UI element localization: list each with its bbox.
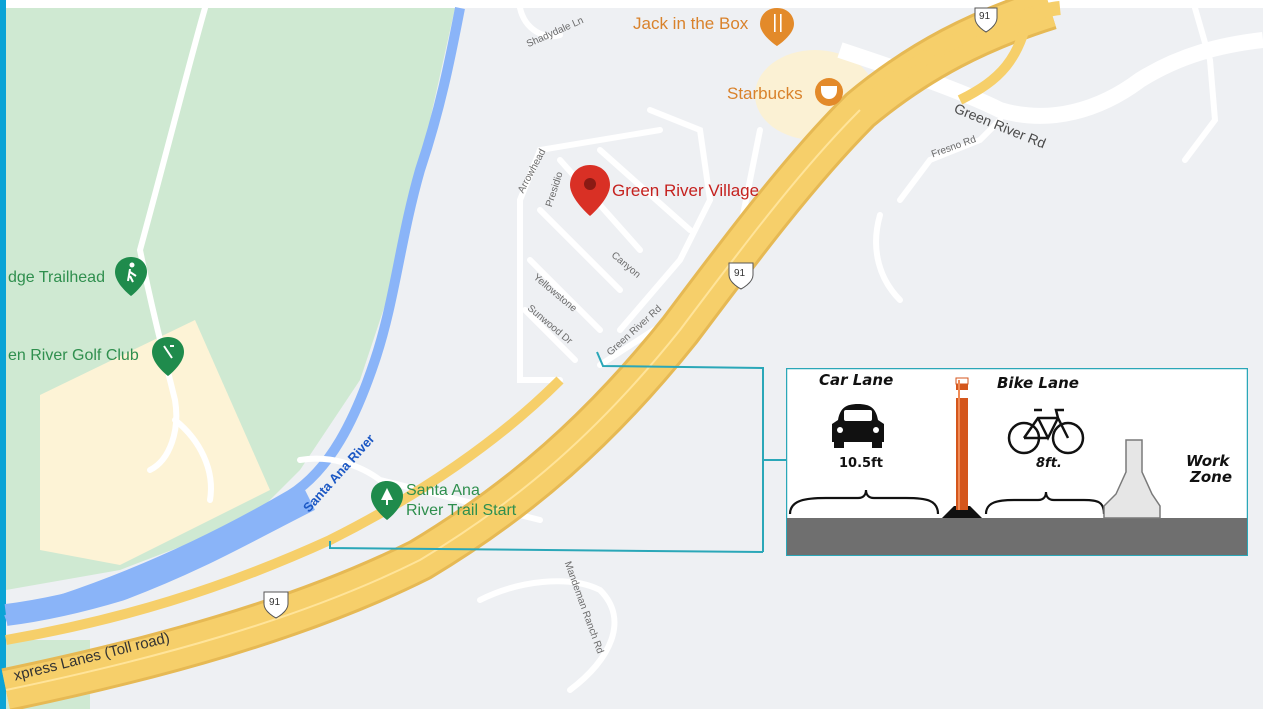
route-shield-label-center: 91 — [734, 268, 746, 279]
car-lane-label: Car Lane — [819, 371, 894, 389]
poi-label-golf-club[interactable]: en River Golf Club — [8, 347, 139, 364]
poi-label-trail-start-line2[interactable]: River Trail Start — [406, 502, 517, 519]
tree-icon[interactable] — [371, 481, 403, 520]
hiker-icon[interactable] — [115, 257, 147, 296]
poi-label-trailhead[interactable]: dge Trailhead — [8, 269, 105, 286]
location-pin-icon[interactable] — [570, 165, 610, 216]
left-accent-bar — [0, 0, 6, 709]
river-line — [4, 7, 465, 625]
coffee-cup-icon[interactable] — [815, 78, 843, 106]
route-shield-icon — [263, 7, 998, 619]
concrete-barrier-icon — [1103, 439, 1161, 519]
highway-91 — [1, 0, 1061, 709]
golf-icon[interactable] — [152, 337, 184, 376]
poi-label-starbucks[interactable]: Starbucks — [727, 84, 803, 103]
poi-label-green-river-village[interactable]: Green River Village — [612, 181, 760, 200]
poi-label-jack-in-the-box[interactable]: Jack in the Box — [633, 14, 749, 33]
work-zone-label-line1: Work — [1186, 452, 1230, 470]
poi-label-trail-start-line1[interactable]: Santa Ana — [406, 482, 480, 499]
bike-lane-label: Bike Lane — [997, 374, 1079, 392]
road-surface — [787, 518, 1247, 555]
bike-lane-brace — [984, 491, 1106, 515]
callout-lines — [329, 351, 786, 553]
bicycle-icon — [1007, 408, 1085, 455]
golf-course-area — [40, 320, 270, 565]
delineator-post-icon — [942, 377, 982, 518]
route-shield-label-north: 91 — [979, 11, 991, 22]
route-shield-label-south: 91 — [269, 597, 281, 608]
lane-cross-section-inset: Car Lane 10.5ft Bike Lane 8ft. Work Zone — [786, 368, 1248, 556]
car-lane-brace — [788, 489, 940, 515]
work-zone-label-line2: Zone — [1190, 468, 1233, 486]
river-wide — [4, 490, 315, 626]
car-lane-width: 10.5ft — [839, 456, 883, 471]
car-icon — [832, 404, 884, 448]
bike-lane-width: 8ft. — [1036, 456, 1062, 471]
fork-knife-icon[interactable] — [760, 8, 794, 46]
